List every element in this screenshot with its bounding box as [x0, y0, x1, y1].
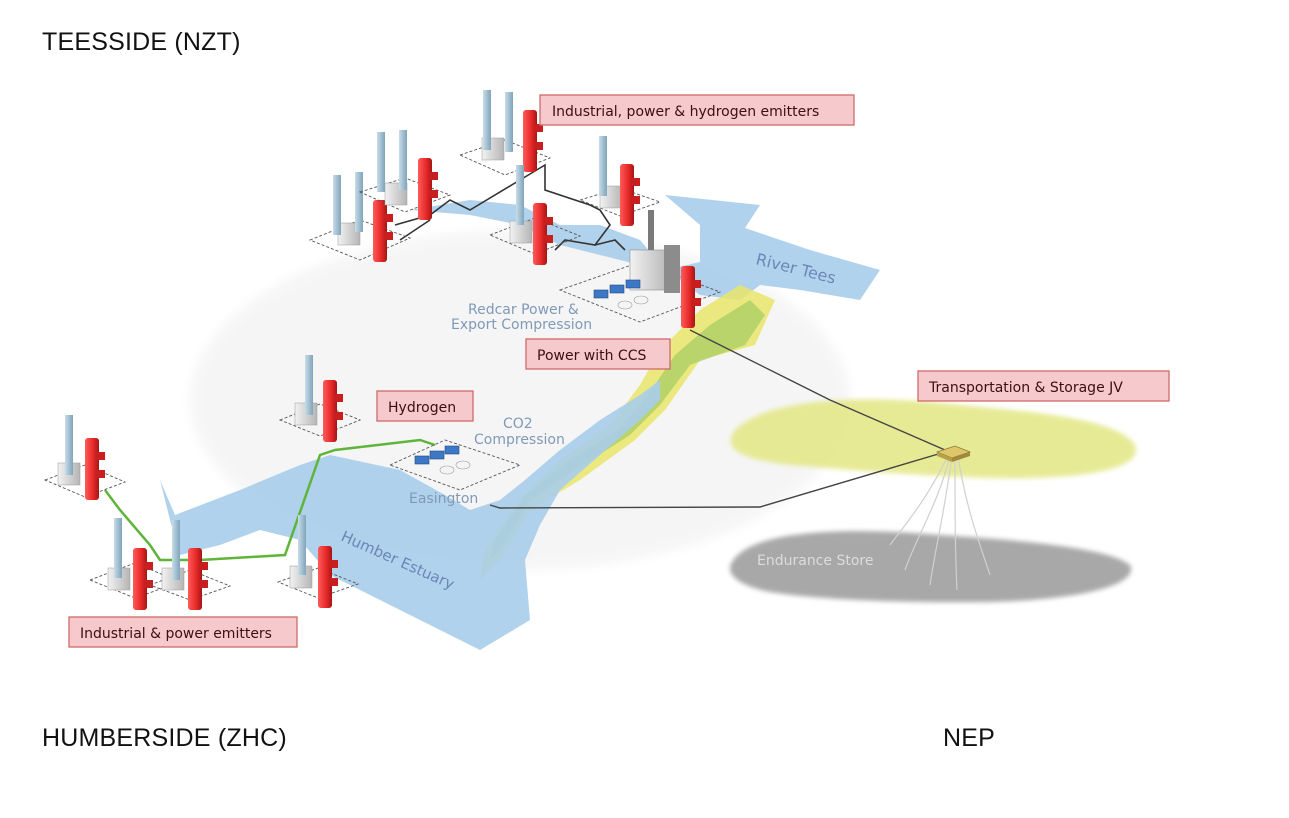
- callout-transport-storage: Transportation & Storage JV: [917, 370, 1170, 402]
- teesside-emitter-site-nw: [358, 130, 452, 220]
- callout-industrial-power-hydrogen-text: Industrial, power & hydrogen emitters: [552, 104, 819, 120]
- compressor-units-icon: [593, 279, 649, 310]
- humber-emitter-site-4: [276, 515, 360, 608]
- humber-emitter-site-1: [43, 415, 127, 500]
- teesside-emitter-site-east: [578, 136, 662, 226]
- humber-emitter-site-5: [278, 355, 362, 442]
- endurance-store-label: Endurance Store: [757, 553, 873, 569]
- humberside-heading: HUMBERSIDE (ZHC): [42, 724, 287, 752]
- teesside-emitter-site-west: [308, 172, 412, 262]
- humber-emitter-site-2: [88, 518, 182, 610]
- teesside-emitter-site-centre: [488, 165, 582, 265]
- teesside-export-pipeline: [689, 329, 946, 451]
- callout-industrial-power-text: Industrial & power emitters: [80, 626, 272, 642]
- humber-export-pipeline: [489, 451, 946, 509]
- redcar-power-compression-site: [558, 210, 722, 328]
- callout-industrial-power-hydrogen: Industrial, power & hydrogen emitters: [539, 94, 855, 126]
- easington-co2-compression-site: [388, 439, 522, 491]
- callout-industrial-power: Industrial & power emitters: [68, 616, 298, 648]
- humber-emitter-site-3: [148, 520, 232, 610]
- nep-heading: NEP: [943, 724, 996, 752]
- co2-label-line2: Compression: [474, 432, 565, 448]
- callout-transport-storage-text: Transportation & Storage JV: [928, 380, 1123, 396]
- callout-hydrogen-text: Hydrogen: [388, 400, 456, 416]
- teesside-heading: TEESSIDE (NZT): [42, 28, 241, 56]
- callout-hydrogen: Hydrogen: [376, 390, 474, 422]
- endurance-store-area: [730, 531, 1132, 603]
- easington-label: Easington: [409, 491, 478, 507]
- callout-power-ccs-text: Power with CCS: [537, 348, 646, 364]
- teesside-emitter-site-north: [458, 90, 552, 176]
- co2-label-line1: CO2: [503, 416, 533, 432]
- redcar-label-line1: Redcar Power &: [468, 302, 579, 318]
- callout-power-ccs: Power with CCS: [525, 338, 671, 370]
- humber-hydrogen-pipeline: [104, 438, 436, 562]
- offshore-zone: [730, 399, 1137, 479]
- redcar-label-line2: Export Compression: [451, 317, 592, 333]
- humber-estuary: [160, 380, 660, 650]
- offshore-platform-icon: [889, 445, 991, 591]
